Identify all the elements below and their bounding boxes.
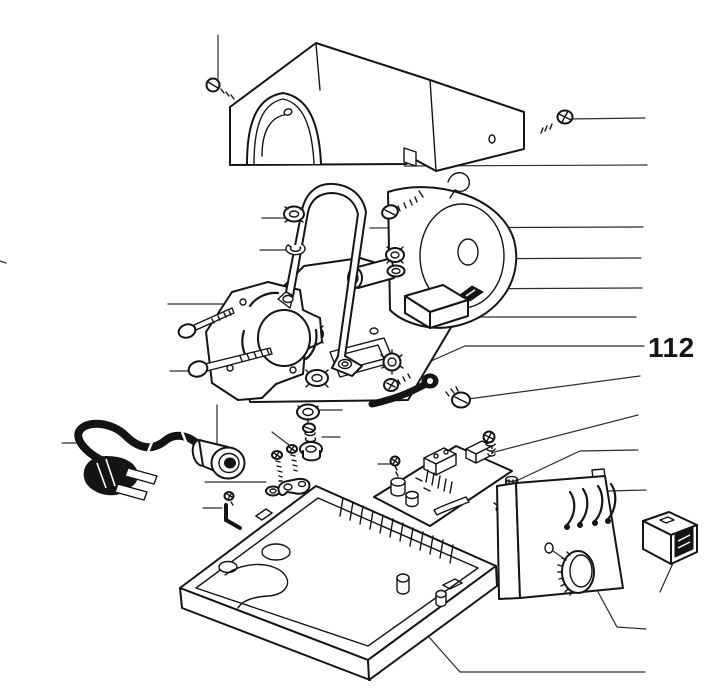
flange-nut [299, 441, 323, 462]
clamp-screw-a [271, 450, 283, 482]
washer-center [386, 264, 406, 278]
callout-label: 112 [648, 332, 695, 363]
plug-pin [124, 467, 158, 485]
hex-nut-left [283, 205, 305, 223]
rocker-switch [642, 511, 698, 565]
circuit-board [373, 430, 513, 527]
power-cord-plug [74, 419, 220, 501]
cover-screw-top-left [205, 77, 235, 100]
ground-screw-left [383, 373, 411, 392]
hex-nut-center [385, 246, 405, 264]
cover-screw-right [540, 109, 574, 134]
top-cover [229, 42, 525, 172]
flange-bolt-upper [177, 307, 235, 339]
clamp-screw-b [286, 444, 298, 472]
control-knob [557, 550, 595, 596]
rear-panel [496, 468, 624, 600]
base-post [396, 573, 447, 608]
ground-wire [368, 373, 439, 408]
board-screw-left [389, 455, 401, 477]
clamp-washer [265, 485, 281, 497]
leader-line-circuit-board [482, 414, 639, 456]
leader-line-knob [589, 576, 647, 630]
terminal-block [423, 440, 493, 476]
leader-line-edge-tick [0, 260, 7, 264]
leader-line-ground-screw [467, 375, 641, 400]
ground-screw-right [445, 386, 471, 409]
base-fins [339, 497, 454, 564]
toothed-washer [380, 349, 404, 375]
board-screw-top [482, 430, 496, 457]
base-housing [179, 485, 498, 681]
motor-mounting-strap [277, 182, 367, 377]
plug-pin [114, 483, 148, 501]
cord-anchor [223, 491, 242, 530]
lock-washer [296, 403, 320, 423]
terminal-clip [459, 285, 484, 302]
rocker-actuator [674, 526, 694, 558]
vent-slots [564, 482, 617, 530]
cable-clamp [277, 477, 311, 497]
flange-bolt-lower [187, 347, 273, 378]
motor-wire-clip [447, 172, 470, 199]
front-plate [205, 281, 323, 401]
panel-hole [544, 542, 554, 554]
motor-screw [381, 190, 424, 220]
brush-holder-block [404, 284, 469, 329]
knob-knurling [557, 551, 573, 596]
leader-line-potentiometer [513, 449, 639, 483]
cord-strain-relief [191, 439, 246, 480]
spring-washer-left [285, 244, 306, 256]
leader-line-cover-screw-right [566, 117, 646, 120]
